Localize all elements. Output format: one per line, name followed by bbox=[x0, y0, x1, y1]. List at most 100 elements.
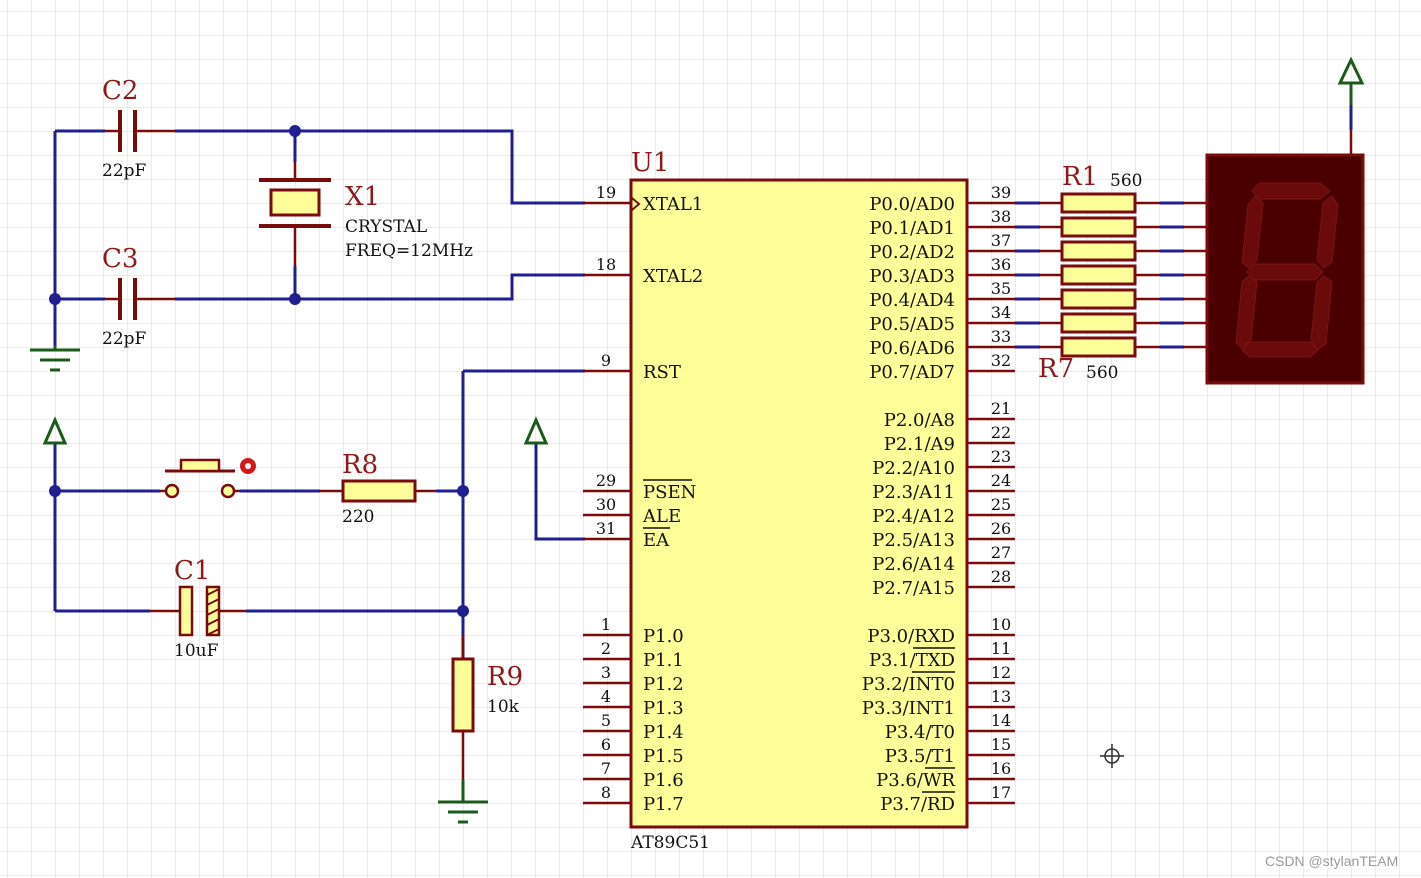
u1-right-pins: 39P0.0/AD038P0.1/AD137P0.2/AD236P0.3/AD3… bbox=[862, 183, 1015, 815]
u1-left-pin[interactable]: 8P1.7 bbox=[583, 783, 684, 815]
pin-name: P1.1 bbox=[643, 650, 684, 671]
u1-part: AT89C51 bbox=[630, 833, 710, 853]
resistor-element[interactable] bbox=[1015, 240, 1207, 262]
resistor-element[interactable] bbox=[1015, 264, 1207, 286]
pin-number: 24 bbox=[991, 471, 1011, 490]
capacitor-c3[interactable]: C3 22pF bbox=[102, 244, 175, 349]
pin-number: 16 bbox=[991, 759, 1011, 778]
u1-left-pin[interactable]: 5P1.4 bbox=[583, 711, 684, 743]
pin-number: 2 bbox=[601, 639, 611, 658]
c2-value: 22pF bbox=[102, 161, 147, 181]
pin-name: ALE bbox=[642, 506, 681, 527]
segment-g bbox=[1246, 263, 1324, 281]
pin-name: P1.6 bbox=[643, 770, 684, 791]
seven-segment-display[interactable] bbox=[1205, 105, 1365, 385]
u1-ref: U1 bbox=[631, 148, 669, 178]
resistor-element[interactable] bbox=[1015, 288, 1207, 310]
c3-ref: C3 bbox=[102, 244, 138, 274]
pin-name: P3.0/RXD bbox=[867, 626, 955, 647]
pin-number: 28 bbox=[991, 567, 1011, 586]
u1-left-pin[interactable]: 2P1.1 bbox=[583, 639, 684, 671]
ground-symbol-r9 bbox=[438, 780, 488, 824]
resistor-r9[interactable]: R9 10k bbox=[451, 635, 523, 780]
pin-number: 39 bbox=[991, 183, 1011, 202]
pin-name: P0.4/AD4 bbox=[869, 290, 955, 311]
resistor-element[interactable] bbox=[1015, 216, 1207, 238]
pin-number: 27 bbox=[991, 543, 1011, 562]
pin-name: P3.2/INT0 bbox=[862, 674, 955, 695]
watermark: CSDN @stylanTEAM bbox=[1265, 853, 1398, 869]
segment-e bbox=[1235, 275, 1258, 349]
capacitor-c2[interactable]: C2 22pF bbox=[102, 76, 175, 181]
resistor-r8[interactable]: R8 220 bbox=[320, 450, 436, 527]
pin-number: 32 bbox=[991, 351, 1011, 370]
resistor-element[interactable] bbox=[1015, 312, 1207, 334]
pin-name: P3.6/WR bbox=[876, 770, 955, 791]
u1-left-pin[interactable]: 6P1.5 bbox=[583, 735, 684, 767]
pin-number: 34 bbox=[991, 303, 1011, 322]
pin-name: P1.0 bbox=[643, 626, 684, 647]
u1-left-pin[interactable]: 3P1.2 bbox=[583, 663, 684, 695]
pin-name: P2.5/A13 bbox=[872, 530, 955, 551]
c1-value: 10uF bbox=[174, 641, 219, 661]
x1-freq: FREQ=12MHz bbox=[345, 241, 473, 261]
crystal-x1[interactable]: X1 CRYSTAL FREQ=12MHz bbox=[259, 162, 473, 266]
r7-ref: R7 bbox=[1038, 354, 1074, 384]
pin-number: 25 bbox=[991, 495, 1011, 514]
u1-left-pin[interactable]: 4P1.3 bbox=[583, 687, 684, 719]
pin-number: 6 bbox=[601, 735, 611, 754]
r9-ref: R9 bbox=[487, 662, 523, 692]
reset-pushbutton[interactable] bbox=[160, 458, 256, 499]
resistor-array-r1-r7[interactable]: R1 560 R7 560 bbox=[1015, 162, 1207, 384]
pin-name: P2.0/A8 bbox=[884, 410, 955, 431]
pin-name: P1.2 bbox=[643, 674, 684, 695]
resistor-element[interactable] bbox=[1015, 192, 1207, 214]
pin-name: P0.1/AD1 bbox=[869, 218, 955, 239]
u1-left-pin[interactable]: 7P1.6 bbox=[583, 759, 684, 791]
capacitor-c1[interactable]: C1 10uF bbox=[150, 556, 246, 661]
segment-a bbox=[1251, 182, 1331, 200]
pin-number: 38 bbox=[991, 207, 1011, 226]
power-arrow-display bbox=[1337, 56, 1365, 105]
pin-number: 18 bbox=[596, 255, 616, 274]
r1-ref: R1 bbox=[1062, 162, 1098, 192]
u1-left-pin[interactable]: 1P1.0 bbox=[583, 615, 684, 647]
resistor-element[interactable] bbox=[1015, 336, 1207, 358]
pin-number: 26 bbox=[991, 519, 1011, 538]
r7-value: 560 bbox=[1086, 363, 1118, 383]
pin-number: 36 bbox=[991, 255, 1011, 274]
pin-number: 22 bbox=[991, 423, 1011, 442]
